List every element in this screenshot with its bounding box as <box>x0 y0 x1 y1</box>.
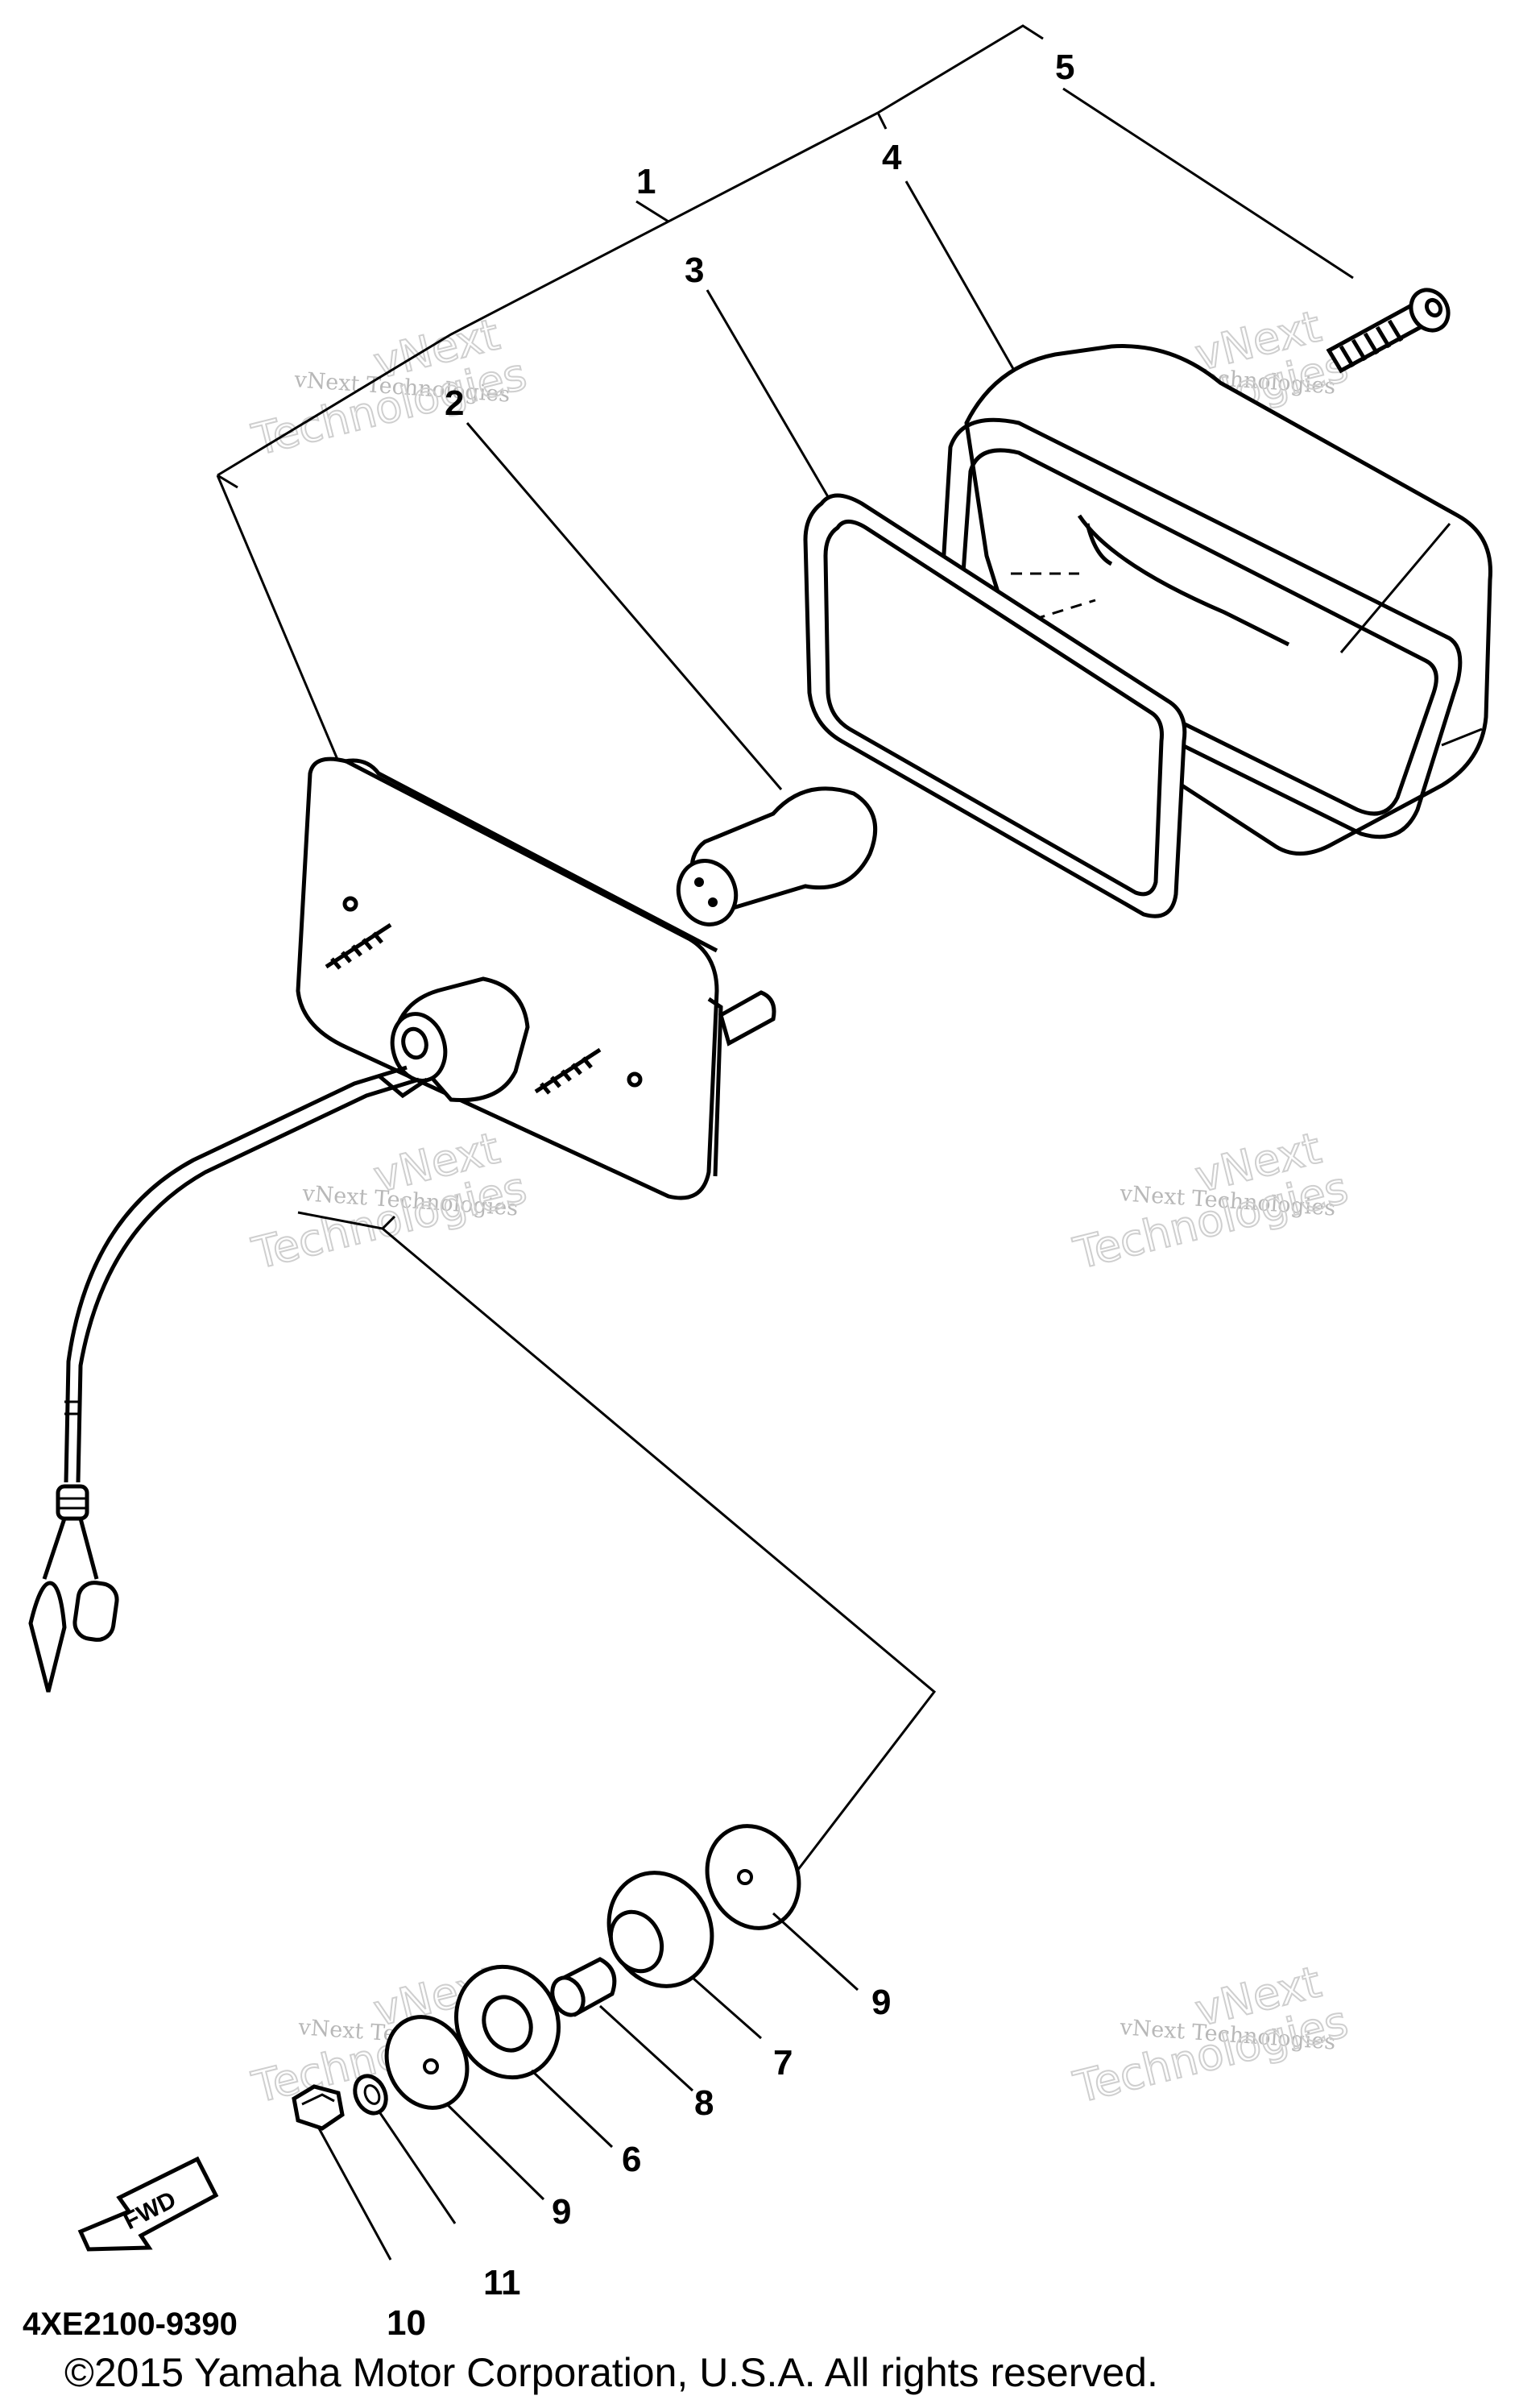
washer-part-9-upper <box>705 1824 801 1930</box>
copyright-notice: ©2015 Yamaha Motor Corporation, U.S.A. A… <box>64 2350 1158 2395</box>
leader-9-lower <box>445 2103 545 2201</box>
housing-inner-curve-2 <box>1085 523 1113 566</box>
wire-outer-1 <box>64 1065 408 1483</box>
gasket-inner <box>823 520 1164 897</box>
bracket-hardware <box>297 1211 937 1882</box>
callouts: 5 1 4 3 2 9 7 8 6 9 11 10 <box>387 48 1074 2343</box>
callout-3: 3 <box>685 251 704 290</box>
leader-7 <box>692 1976 762 2040</box>
bracket-1-tick <box>217 474 238 489</box>
callout-4: 4 <box>882 138 902 177</box>
sleeve-connector <box>72 1581 119 1642</box>
bullet-connector <box>28 1581 67 1693</box>
housing-side-edge <box>1339 523 1451 653</box>
bolt-head-recess <box>1424 297 1443 318</box>
base-plate-part-1 <box>296 756 776 1200</box>
bulb-base <box>676 859 739 926</box>
bolt-thread <box>1339 319 1404 368</box>
leader-9-upper <box>772 1912 859 1991</box>
plate-top-edge <box>344 758 718 953</box>
bulb-part-2 <box>676 786 878 926</box>
wire-harness <box>28 1065 428 1693</box>
bracket-5 <box>877 24 1044 114</box>
plate-rear-post <box>718 990 776 1047</box>
leader-6 <box>530 2069 614 2149</box>
housing-corner-edge <box>1441 727 1483 747</box>
leader-3 <box>706 289 831 500</box>
grommet-hole <box>482 1995 533 2053</box>
washer-hole <box>423 2058 439 2074</box>
plate-body <box>296 756 719 1200</box>
leader-4 <box>904 180 1020 379</box>
callout-9-upper: 9 <box>871 1983 891 2022</box>
lockwasher-part-11 <box>353 2074 388 2116</box>
leader-1 <box>635 200 669 223</box>
leader-5-bolt <box>1062 87 1354 280</box>
watermark-mid-right: vNext Technologies vNext Technologies <box>1068 1121 1354 1280</box>
bracket-hardware-tick <box>381 1215 396 1230</box>
nut-edge <box>301 2093 335 2106</box>
callout-5: 5 <box>1055 48 1074 87</box>
plate-stud-1 <box>325 922 392 970</box>
plate-hole-1 <box>342 896 358 912</box>
callout-2: 2 <box>445 383 464 423</box>
callout-7: 7 <box>773 2043 793 2083</box>
bulb-contact-1 <box>694 877 704 887</box>
wire-outer-2 <box>76 1077 420 1483</box>
hardware-stack <box>292 1824 859 2261</box>
callout-9-lower: 9 <box>552 2192 571 2232</box>
callout-10: 10 <box>387 2303 426 2343</box>
callout-1: 1 <box>636 162 656 201</box>
bracket-1 <box>217 111 879 477</box>
bulb-contact-2 <box>708 897 718 907</box>
leader-10 <box>317 2126 392 2261</box>
diagram-code: 4XE2100-9390 <box>23 2306 238 2342</box>
socket-hole <box>401 1026 428 1060</box>
wire-split <box>377 1074 428 1099</box>
callout-11: 11 <box>483 2263 521 2302</box>
nut-part-10 <box>292 2084 345 2131</box>
watermark-bottom-right: vNext Technologies vNext Technologies <box>1068 1955 1354 2114</box>
plate-hole-2 <box>627 1071 643 1088</box>
plate-stud-2 <box>534 1047 602 1095</box>
grommet-part-7 <box>606 1871 714 1988</box>
gasket-outer <box>803 493 1187 918</box>
wire-band <box>56 1484 89 1521</box>
leader-2 <box>466 422 783 790</box>
watermark-top-left: vNext Technologies vNext Technologies <box>246 308 532 466</box>
nut-body <box>292 2084 345 2131</box>
leader-11 <box>377 2110 457 2224</box>
collar-part-8 <box>550 1957 617 2017</box>
plate-side-edge <box>707 997 723 1177</box>
fwd-arrow: FWD <box>77 2156 219 2252</box>
callout-6: 6 <box>622 2140 641 2179</box>
washer-hole <box>737 1869 753 1885</box>
callout-8: 8 <box>694 2083 714 2123</box>
watermark-mid-left: vNext Technologies vNext Technologies <box>246 1121 532 1280</box>
leader-1-plate <box>216 475 340 762</box>
leader-lines-bottom <box>297 1211 937 1882</box>
wire-leads <box>42 1518 99 1580</box>
leader-lines-top <box>216 24 1354 790</box>
bracket-tick-top <box>876 112 888 130</box>
grommet-inner <box>608 1909 664 1974</box>
lockwasher-hole <box>363 2084 381 2105</box>
leader-8 <box>598 2004 694 2092</box>
bolt-part-5 <box>1326 288 1451 374</box>
gasket-part-3 <box>803 493 1187 918</box>
fwd-arrow-icon <box>77 2156 219 2252</box>
